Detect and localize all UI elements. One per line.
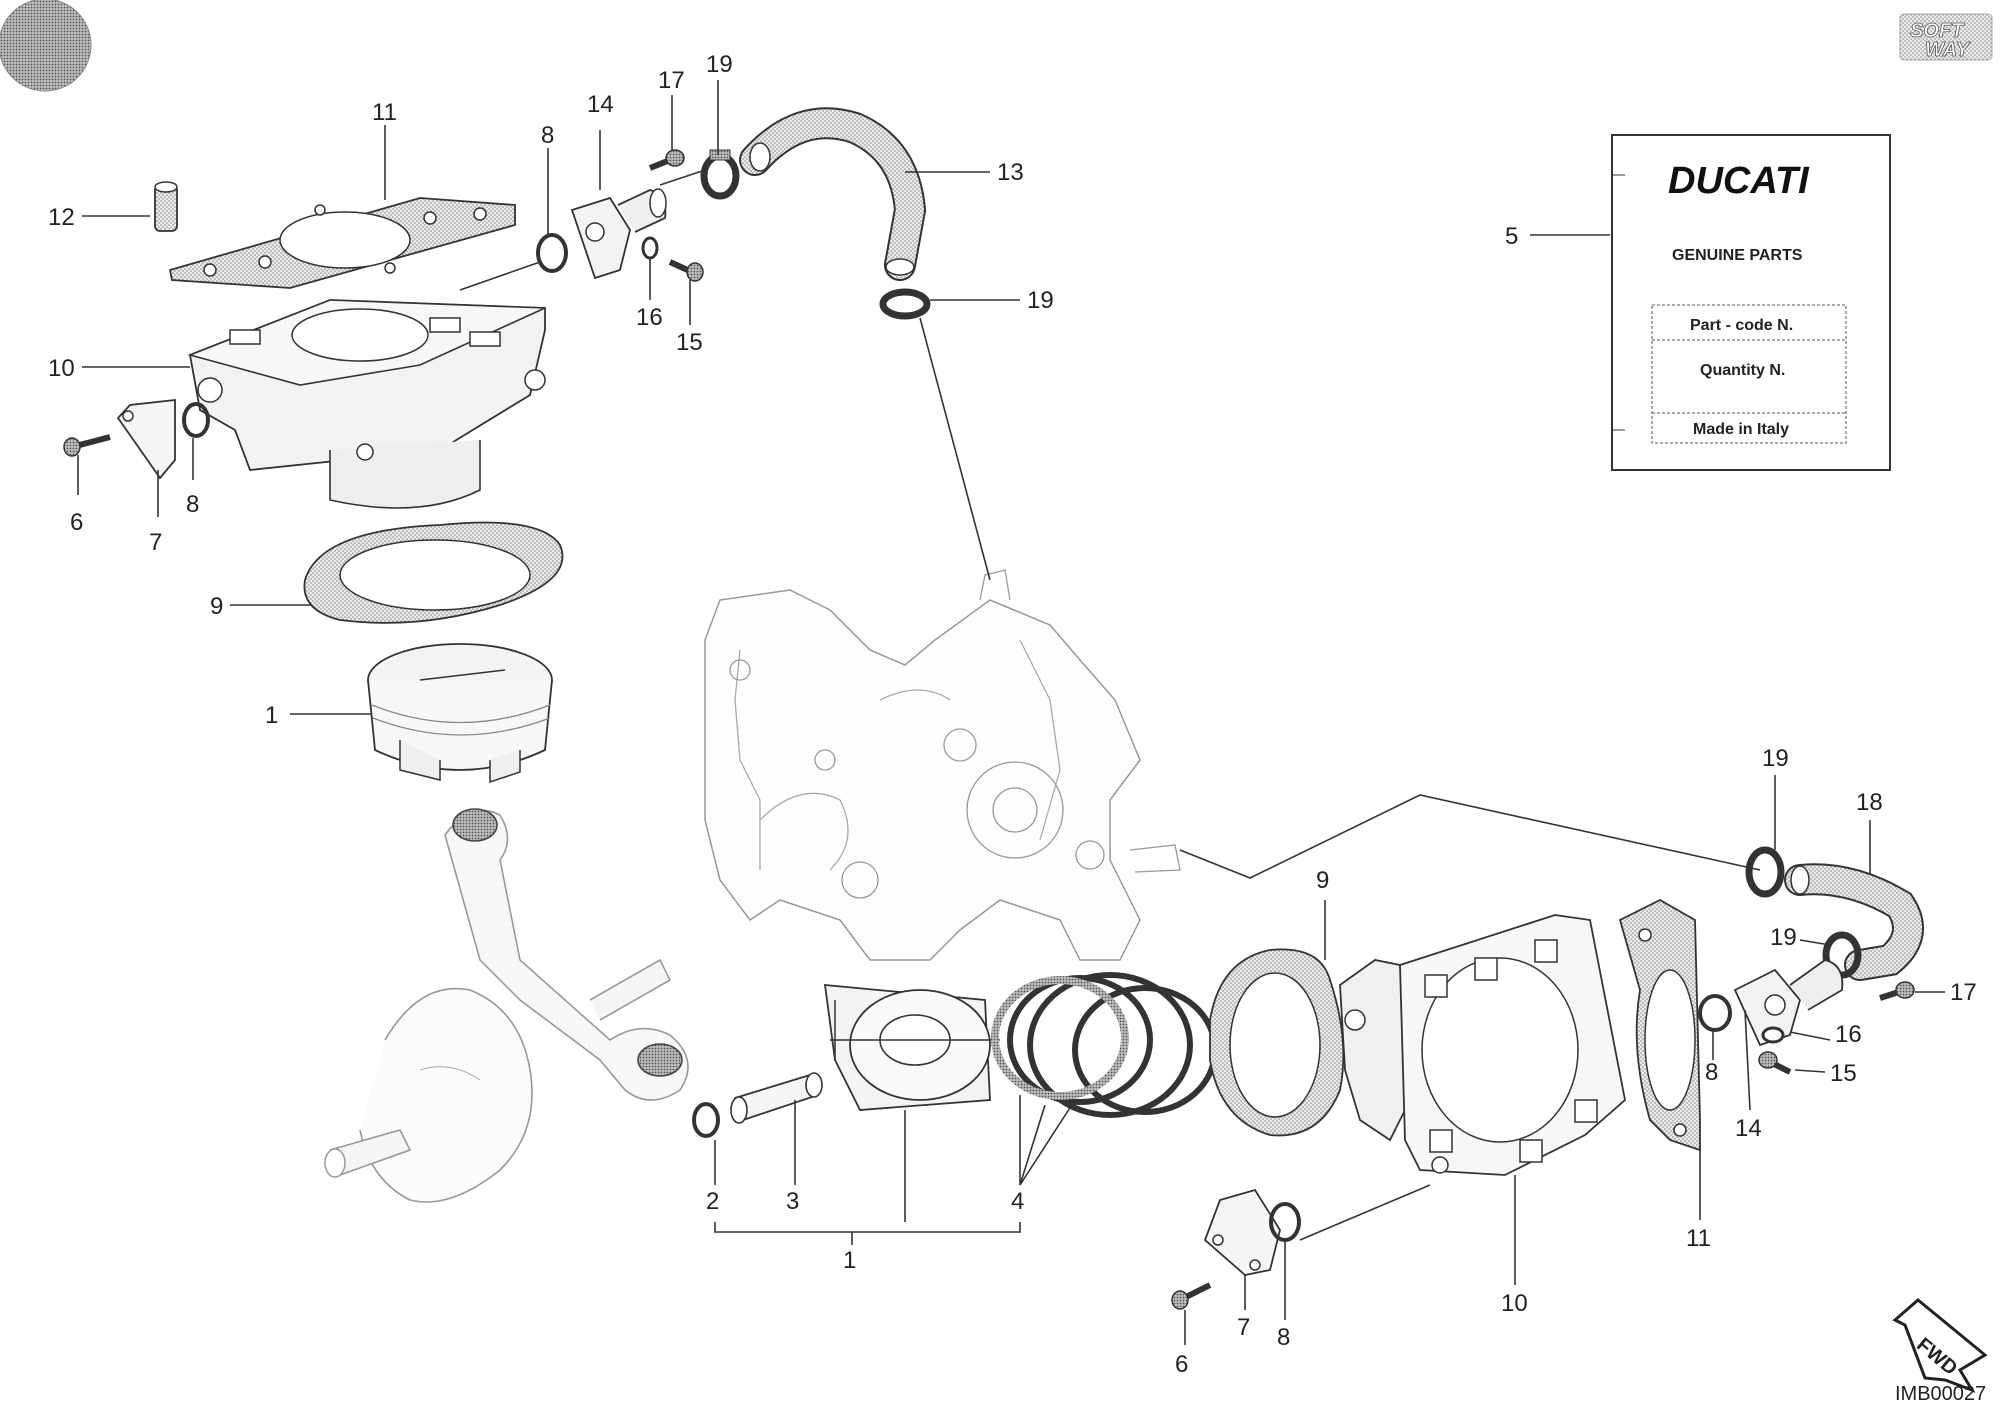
callout-11: 11 — [1686, 1225, 1711, 1252]
part-head-gasket — [168, 197, 516, 289]
callout-numbers: 12 11 8 14 17 19 13 19 16 15 10 6 7 8 9 … — [48, 51, 1977, 1378]
softway-logo: SOFT WAY — [1899, 13, 1993, 61]
callout-16: 16 — [1835, 1021, 1862, 1048]
label-made-in: Made in Italy — [1693, 421, 1789, 438]
callout-10: 10 — [1501, 1290, 1528, 1317]
part-screw-15 — [668, 259, 704, 282]
callout-14: 14 — [587, 91, 614, 118]
part-cylinder — [187, 299, 546, 509]
callout-8: 8 — [1705, 1059, 1718, 1086]
part-base-gasket — [303, 521, 564, 624]
callout-5: 5 — [1505, 223, 1518, 250]
callout-17: 17 — [1950, 979, 1977, 1006]
part-base-gasket-bottom — [1209, 948, 1345, 1137]
part-elbow-fitting — [570, 188, 667, 280]
callout-18: 18 — [1856, 789, 1883, 816]
callout-15: 15 — [1830, 1060, 1857, 1087]
part-hose-clamp-right-top — [1745, 846, 1785, 898]
part-screw-17 — [648, 149, 685, 171]
callout-11: 11 — [372, 99, 397, 126]
callout-16: 16 — [636, 304, 663, 331]
callout-7: 7 — [149, 529, 162, 556]
callout-8: 8 — [186, 491, 199, 518]
part-elbow-fitting-right — [1733, 959, 1844, 1047]
logo-text-way: WAY — [1925, 39, 1971, 61]
part-oring-left — [182, 402, 210, 438]
part-screw-bottom — [1171, 1282, 1212, 1310]
callout-8: 8 — [1277, 1324, 1290, 1351]
part-oring-top — [536, 233, 568, 273]
genuine-parts-label: DUCATI GENUINE PARTS Part - code N. Quan… — [1611, 134, 1891, 471]
callout-19: 19 — [1770, 924, 1797, 951]
part-piston-rings — [991, 972, 1218, 1118]
label-part-code: Part - code N. — [1690, 317, 1793, 334]
callout-10: 10 — [48, 355, 75, 382]
part-cylinder-bottom — [1339, 914, 1626, 1176]
image-code: IMB00027 — [1895, 1383, 1986, 1405]
leader-lines — [77, 80, 1945, 1345]
label-brand: DUCATI — [1668, 160, 1810, 202]
callout-13: 13 — [997, 159, 1024, 186]
part-cover-plate-left — [116, 398, 176, 480]
callout-7: 7 — [1237, 1314, 1250, 1341]
callout-6: 6 — [70, 509, 83, 536]
part-gudgeon-pin — [730, 1072, 823, 1124]
part-washer-right — [1761, 1026, 1785, 1044]
part-piston-bottom — [823, 983, 1000, 1111]
callout-19: 19 — [1762, 745, 1789, 772]
callout-15: 15 — [676, 329, 703, 356]
part-oring-right — [1698, 994, 1732, 1032]
callout-9: 9 — [210, 593, 223, 620]
part-screw-left — [63, 434, 111, 457]
callout-3: 3 — [786, 1188, 799, 1215]
part-piston — [367, 643, 553, 784]
callout-9: 9 — [1316, 867, 1329, 894]
callout-19: 19 — [1027, 287, 1054, 314]
label-subtitle: GENUINE PARTS — [1672, 247, 1803, 264]
callout-17: 17 — [658, 67, 685, 94]
crankshaft-conrod — [324, 808, 689, 1203]
callout-2: 2 — [706, 1188, 719, 1215]
part-dowel — [154, 181, 178, 232]
part-hose-clamp-mid — [879, 288, 931, 320]
fwd-arrow-icon: FWD — [1892, 1298, 1988, 1393]
callout-12: 12 — [48, 204, 75, 231]
part-head-gasket-bottom — [1618, 898, 1701, 1152]
callout-14: 14 — [1735, 1115, 1762, 1142]
callout-8: 8 — [541, 122, 554, 149]
callout-1: 1 — [265, 702, 278, 729]
part-washer — [641, 236, 659, 260]
callout-6: 6 — [1175, 1351, 1188, 1378]
part-screw-right-15 — [1758, 1051, 1792, 1075]
corner-marker-icon — [0, 0, 92, 92]
crankcase-outline — [704, 569, 1181, 961]
part-cover-plate-bottom — [1203, 1188, 1281, 1276]
callout-19: 19 — [706, 51, 733, 78]
part-screw-right-17 — [1879, 981, 1915, 1001]
logo-text-soft: SOFT — [1910, 20, 1965, 42]
label-quantity: Quantity N. — [1700, 362, 1785, 379]
callout-1: 1 — [843, 1247, 856, 1274]
part-hose-clamp-top — [700, 149, 740, 200]
callout-4: 4 — [1011, 1188, 1024, 1215]
part-circlip — [692, 1102, 720, 1138]
